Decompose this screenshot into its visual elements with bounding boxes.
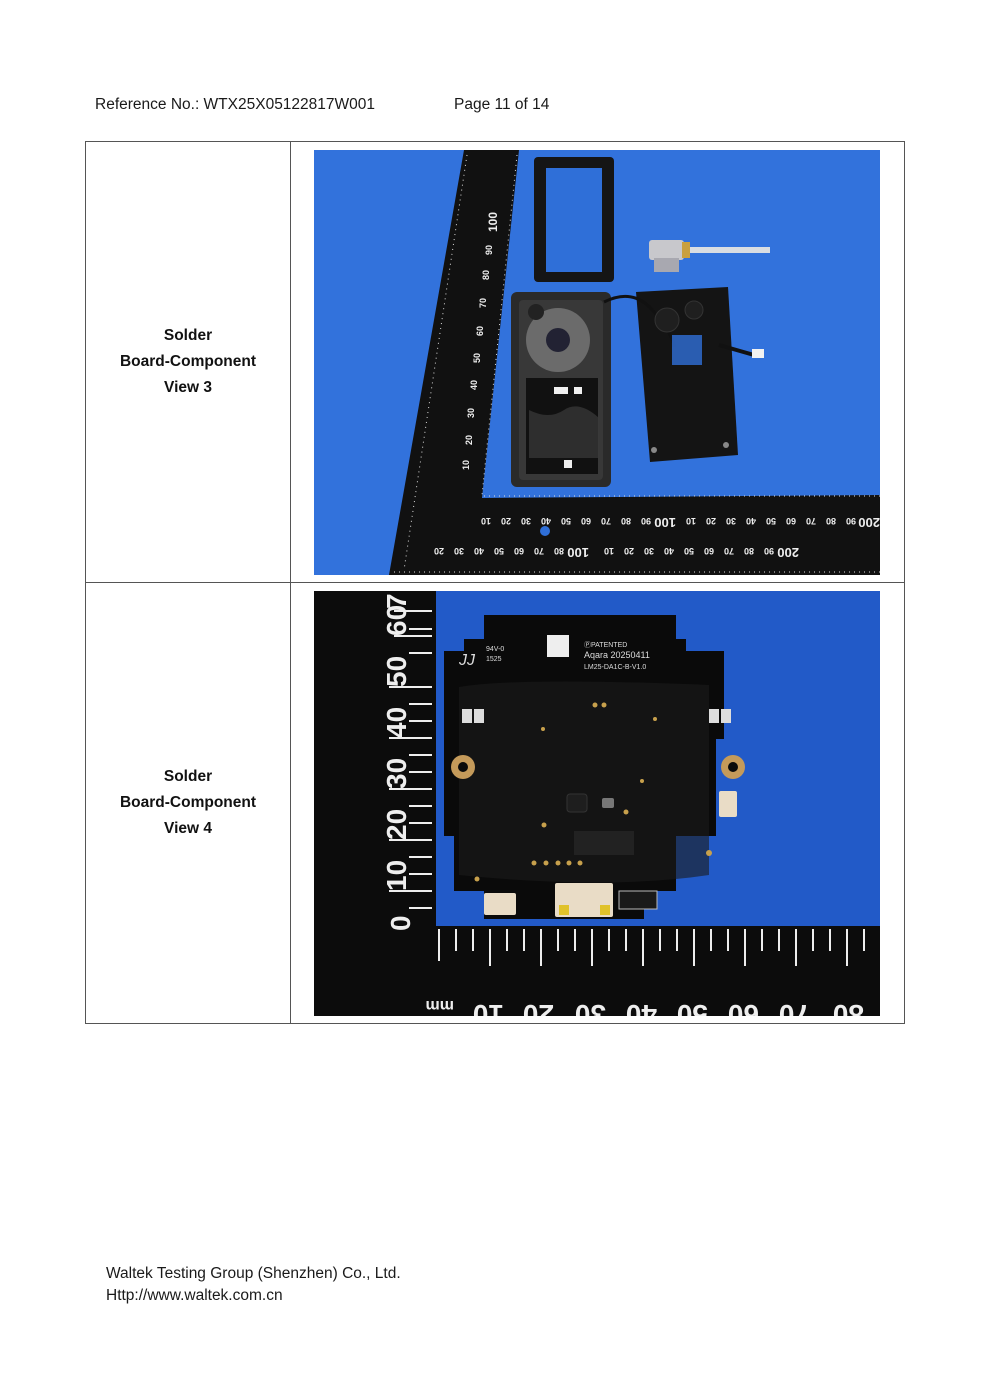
svg-text:80: 80 [826, 516, 836, 526]
svg-text:60: 60 [581, 516, 591, 526]
svg-text:100: 100 [486, 212, 500, 232]
svg-text:20: 20 [501, 516, 511, 526]
row-label: Solder Board-Component View 3 [85, 141, 291, 583]
svg-text:70: 70 [779, 999, 810, 1016]
svg-text:50: 50 [381, 656, 412, 687]
svg-text:70: 70 [601, 516, 611, 526]
label-line: Board-Component [119, 353, 257, 370]
svg-text:60: 60 [381, 605, 412, 636]
label-line: View 3 [164, 379, 212, 396]
svg-text:20: 20 [381, 809, 412, 840]
svg-text:10: 10 [604, 546, 614, 556]
svg-text:60: 60 [704, 546, 714, 556]
svg-text:60: 60 [786, 516, 796, 526]
svg-text:40: 40 [381, 707, 412, 738]
svg-text:1525: 1525 [486, 656, 502, 663]
svg-text:20: 20 [464, 435, 474, 445]
photo-view-3: 10 20 30 40 50 60 70 80 90 100 10 20 30 … [314, 150, 880, 575]
photo-table: Solder Board-Component View 3 10 20 30 4… [85, 141, 905, 1024]
svg-text:100: 100 [654, 515, 676, 530]
svg-text:10: 10 [381, 860, 412, 891]
table-row: Solder Board-Component View 4 [85, 582, 905, 1024]
svg-text:30: 30 [726, 516, 736, 526]
page-number: Page 11 of 14 [454, 96, 550, 113]
svg-text:200: 200 [777, 545, 799, 560]
company-website: Http://www.waltek.com.cn [106, 1287, 283, 1304]
svg-text:30: 30 [454, 546, 464, 556]
svg-text:80: 80 [554, 546, 564, 556]
reference-number: Reference No.: WTX25X05122817W001 [95, 96, 376, 113]
svg-text:10: 10 [481, 516, 491, 526]
svg-text:60: 60 [514, 546, 524, 556]
svg-text:200: 200 [858, 515, 880, 530]
svg-text:40: 40 [626, 999, 657, 1016]
svg-text:60: 60 [475, 326, 485, 336]
svg-text:70: 70 [724, 546, 734, 556]
label-line: Board-Component [119, 794, 257, 811]
svg-text:mm: mm [426, 997, 454, 1014]
svg-text:20: 20 [523, 999, 554, 1016]
svg-text:50: 50 [684, 546, 694, 556]
svg-text:30: 30 [644, 546, 654, 556]
svg-text:50: 50 [472, 353, 482, 363]
svg-text:LM25-DA1C-B-V1.0: LM25-DA1C-B-V1.0 [584, 664, 646, 671]
page-header: Reference No.: WTX25X05122817W001 Page 1… [95, 96, 549, 114]
svg-text:70: 70 [478, 298, 488, 308]
page-footer: Waltek Testing Group (Shenzhen) Co., Ltd… [106, 1263, 401, 1307]
row-label: Solder Board-Component View 4 [85, 582, 291, 1024]
svg-text:30: 30 [381, 758, 412, 789]
svg-text:90: 90 [484, 245, 494, 255]
photo-view-4: 0 10 20 30 40 50 60 7 10 20 30 40 50 60 [314, 591, 880, 1016]
svg-text:10: 10 [686, 516, 696, 526]
svg-text:80: 80 [621, 516, 631, 526]
svg-text:50: 50 [494, 546, 504, 556]
label-line: Solder [163, 768, 213, 785]
svg-text:40: 40 [469, 380, 479, 390]
svg-text:70: 70 [806, 516, 816, 526]
svg-text:60: 60 [728, 999, 759, 1016]
svg-text:80: 80 [744, 546, 754, 556]
svg-text:90: 90 [846, 516, 856, 526]
svg-text:50: 50 [766, 516, 776, 526]
svg-text:80: 80 [833, 999, 864, 1016]
svg-text:50: 50 [677, 999, 708, 1016]
svg-text:JJ: JJ [458, 652, 476, 669]
svg-text:20: 20 [706, 516, 716, 526]
svg-text:100: 100 [567, 545, 589, 560]
photo-cell: 0 10 20 30 40 50 60 7 10 20 30 40 50 60 [290, 582, 905, 1024]
svg-text:20: 20 [624, 546, 634, 556]
svg-text:40: 40 [746, 516, 756, 526]
svg-text:30: 30 [521, 516, 531, 526]
svg-text:30: 30 [466, 408, 476, 418]
svg-text:ⓅPATENTED: ⓅPATENTED [584, 641, 627, 649]
svg-text:40: 40 [664, 546, 674, 556]
svg-text:30: 30 [575, 999, 606, 1016]
svg-text:40: 40 [541, 516, 551, 526]
svg-text:Aqara 20250411: Aqara 20250411 [584, 650, 650, 660]
table-row: Solder Board-Component View 3 10 20 30 4… [85, 141, 905, 583]
photo-cell: 10 20 30 40 50 60 70 80 90 100 10 20 30 … [290, 141, 905, 583]
svg-text:94V-0: 94V-0 [486, 646, 504, 653]
label-line: Solder [163, 327, 213, 344]
svg-text:20: 20 [434, 546, 444, 556]
svg-text:70: 70 [534, 546, 544, 556]
company-name: Waltek Testing Group (Shenzhen) Co., Ltd… [106, 1265, 401, 1282]
svg-text:10: 10 [473, 999, 504, 1016]
svg-text:7: 7 [381, 593, 412, 609]
svg-text:80: 80 [481, 270, 491, 280]
svg-text:90: 90 [764, 546, 774, 556]
label-line: View 4 [164, 820, 212, 837]
svg-text:10: 10 [461, 460, 471, 470]
svg-text:40: 40 [474, 546, 484, 556]
svg-text:0: 0 [385, 915, 416, 931]
svg-text:50: 50 [561, 516, 571, 526]
svg-text:90: 90 [641, 516, 651, 526]
